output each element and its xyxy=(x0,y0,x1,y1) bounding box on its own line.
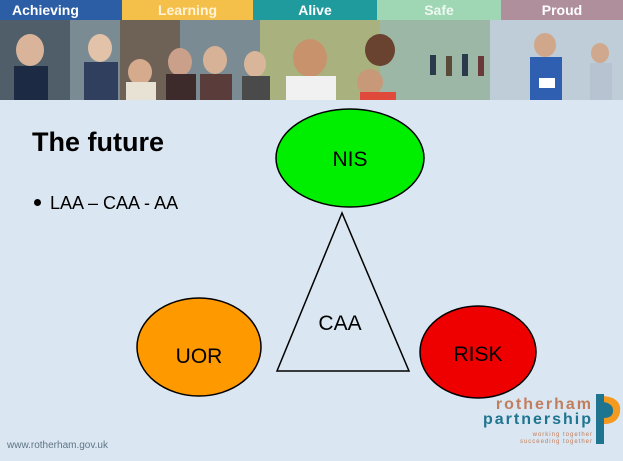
logo-line-partnership: partnership xyxy=(482,411,593,428)
partnership-logo-text: rotherham partnership working together s… xyxy=(466,397,593,446)
node-risk-circle xyxy=(419,305,537,399)
logo-line-rotherham: rotherham xyxy=(495,396,593,413)
node-uor-circle xyxy=(136,297,262,397)
tab-learning: Learning xyxy=(122,0,253,20)
banner-people-image xyxy=(0,20,623,100)
tab-alive: Alive xyxy=(253,0,377,20)
bullet-item: LAA – CAA - AA xyxy=(34,193,178,214)
logo-tagline-1: working together xyxy=(532,432,593,438)
node-risk-label: RISK xyxy=(453,343,502,366)
footer-url: www.rotherham.gov.uk xyxy=(7,440,108,451)
node-nis-circle xyxy=(275,108,425,208)
slide-title: The future xyxy=(32,127,164,157)
node-uor-label: UOR xyxy=(176,345,223,368)
partnership-logo-icon xyxy=(596,394,621,444)
photo-banner xyxy=(0,20,623,100)
header-tab-bar: Achieving Learning Alive Safe Proud xyxy=(0,0,623,20)
tab-achieving: Achieving xyxy=(0,0,122,20)
center-label: CAA xyxy=(318,312,361,335)
logo-tagline-2: succeeding together xyxy=(519,439,593,445)
node-nis-label: NIS xyxy=(332,148,367,171)
bullet-text: LAA – CAA - AA xyxy=(50,193,179,213)
tab-proud: Proud xyxy=(501,0,623,20)
bullet-dot-icon xyxy=(34,198,41,206)
tab-safe: Safe xyxy=(377,0,501,20)
triangle-shape xyxy=(275,211,411,372)
